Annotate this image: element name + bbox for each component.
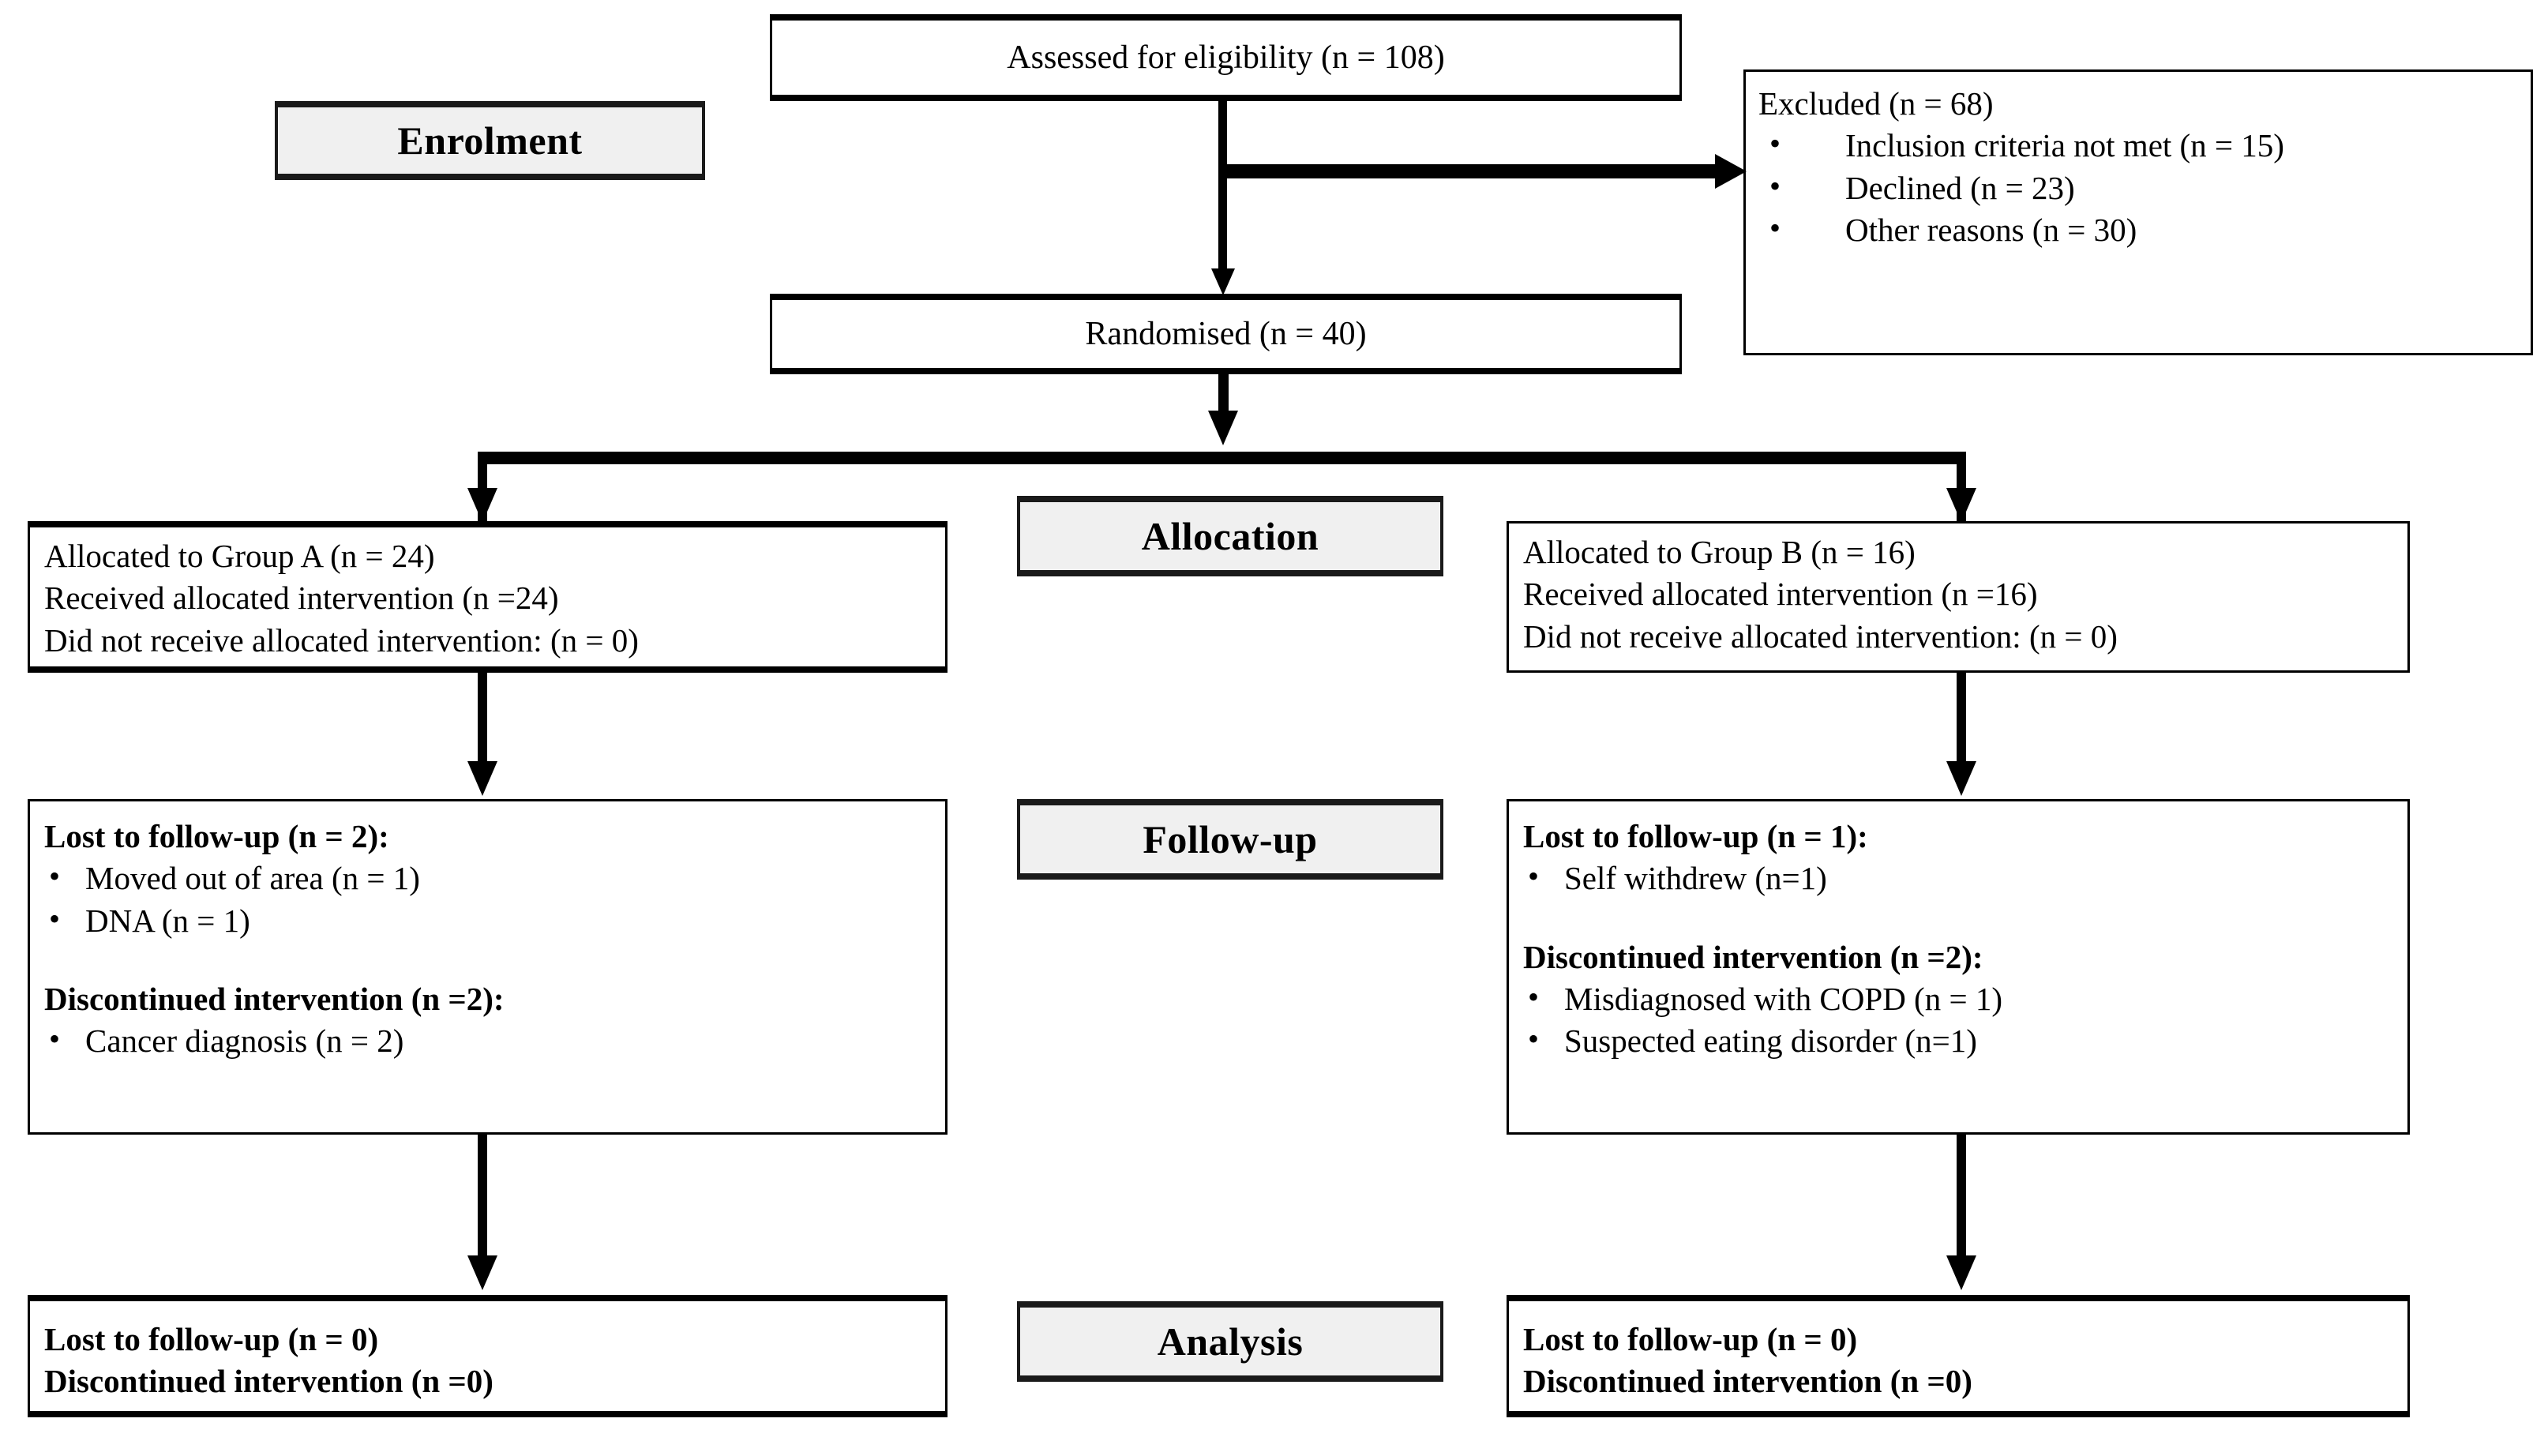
stage-label-allocation-text: Allocation <box>1141 514 1319 558</box>
followup-group-b-disc-heading: Discontinued intervention (n =2): <box>1523 938 1983 975</box>
randomised-box: Randomised (n = 40) <box>770 294 1682 374</box>
excluded-box: Excluded (n = 68) Inclusion criteria not… <box>1743 69 2533 355</box>
list-item: Self withdrew (n=1) <box>1523 856 2393 899</box>
connector-randomised-arrowhead <box>1211 268 1235 295</box>
allocated-group-b-box: Allocated to Group B (n = 16) Received a… <box>1507 521 2410 673</box>
analysis-group-a-line-2: Discontinued intervention (n =0) <box>44 1363 493 1400</box>
list-item: Inclusion criteria not met (n = 15) <box>1758 123 2515 167</box>
allocated-group-a-heading-count: (n = 24) <box>321 538 435 574</box>
allocated-group-b-heading-bold: Allocated to Group B <box>1523 534 1803 570</box>
connector-left-alloc-to-followup-arrowhead <box>467 761 497 796</box>
allocated-group-a-line-1: Received allocated intervention (n =24) <box>44 580 559 617</box>
analysis-group-b-box: Lost to follow-up (n = 0) Discontinued i… <box>1507 1295 2410 1417</box>
list-item: DNA (n = 1) <box>44 899 931 942</box>
stage-label-allocation: Allocation <box>1017 496 1443 576</box>
list-item: Declined (n = 23) <box>1758 166 2515 209</box>
connector-excluded-arrowhead <box>1715 154 1747 189</box>
analysis-group-b-line-1: Lost to follow-up (n = 0) <box>1523 1321 1858 1357</box>
followup-group-b-spacer <box>1523 900 2393 936</box>
connector-split-stem-arrowhead <box>1208 411 1238 445</box>
followup-group-a-box: Lost to follow-up (n = 2): Moved out of … <box>28 799 948 1135</box>
allocated-group-a-heading: Allocated to Group A (n = 24) <box>44 535 931 577</box>
stage-label-enrolment-text: Enrolment <box>397 118 583 163</box>
followup-group-b-lost-list: Self withdrew (n=1) <box>1523 856 2393 899</box>
allocated-group-b-line-1: Received allocated intervention (n =16) <box>1523 576 2038 613</box>
followup-group-a-spacer <box>44 942 931 978</box>
allocated-group-b-line-2: Did not receive allocated intervention: … <box>1523 617 2118 655</box>
connector-assessed-vertical <box>1218 101 1227 283</box>
connector-left-followup-to-analysis <box>478 1135 487 1278</box>
excluded-reason-list: Inclusion criteria not met (n = 15) Decl… <box>1758 123 2515 251</box>
allocated-group-a-heading-bold: Allocated to Group A <box>44 538 322 574</box>
followup-group-b-disc-list: Misdiagnosed with COPD (n = 1) Suspected… <box>1523 977 2393 1063</box>
followup-group-a-lost-list: Moved out of area (n = 1) DNA (n = 1) <box>44 856 931 942</box>
analysis-group-a-box: Lost to follow-up (n = 0) Discontinued i… <box>28 1295 948 1417</box>
followup-group-a-lost-heading: Lost to follow-up (n = 2): <box>44 818 389 854</box>
analysis-group-b-line-2: Discontinued intervention (n =0) <box>1523 1363 1972 1400</box>
allocated-group-b-heading: Allocated to Group B (n = 16) <box>1523 531 2393 573</box>
stage-label-analysis-text: Analysis <box>1157 1319 1304 1364</box>
stage-label-followup: Follow-up <box>1017 799 1443 880</box>
excluded-heading: Excluded (n = 68) <box>1758 85 1994 122</box>
connector-right-followup-to-analysis-arrowhead <box>1946 1255 1976 1290</box>
assessed-for-eligibility-box: Assessed for eligibility (n = 108) <box>770 14 1682 101</box>
allocated-group-a-line-2: Did not receive allocated intervention: … <box>44 621 639 659</box>
connector-split-bar <box>478 452 1966 464</box>
randomised-text: Randomised (n = 40) <box>1085 316 1367 352</box>
list-item: Cancer diagnosis (n = 2) <box>44 1019 931 1062</box>
stage-label-enrolment: Enrolment <box>275 101 705 180</box>
connector-right-alloc-to-followup <box>1957 673 1966 783</box>
list-item: Suspected eating disorder (n=1) <box>1523 1019 2393 1062</box>
connector-excluded-horizontal <box>1223 164 1717 178</box>
assessed-for-eligibility-text: Assessed for eligibility (n = 108) <box>1007 39 1445 76</box>
connector-split-right-arrowhead <box>1946 488 1976 523</box>
list-item: Moved out of area (n = 1) <box>44 856 931 899</box>
connector-right-followup-to-analysis <box>1957 1135 1966 1278</box>
analysis-group-a-line-1: Lost to follow-up (n = 0) <box>44 1321 379 1357</box>
stage-label-analysis: Analysis <box>1017 1301 1443 1382</box>
connector-left-alloc-to-followup <box>478 673 487 783</box>
list-item: Other reasons (n = 30) <box>1758 208 2515 251</box>
followup-group-a-disc-list: Cancer diagnosis (n = 2) <box>44 1019 931 1062</box>
followup-group-b-lost-heading: Lost to follow-up (n = 1): <box>1523 818 1868 854</box>
followup-group-b-box: Lost to follow-up (n = 1): Self withdrew… <box>1507 799 2410 1135</box>
connector-split-left-arrowhead <box>467 488 497 523</box>
connector-right-alloc-to-followup-arrowhead <box>1946 761 1976 796</box>
list-item: Misdiagnosed with COPD (n = 1) <box>1523 977 2393 1020</box>
allocated-group-a-box: Allocated to Group A (n = 24) Received a… <box>28 521 948 673</box>
allocated-group-b-heading-count: (n = 16) <box>1803 534 1916 570</box>
followup-group-a-disc-heading: Discontinued intervention (n =2): <box>44 980 505 1017</box>
stage-label-followup-text: Follow-up <box>1143 817 1318 861</box>
connector-left-followup-to-analysis-arrowhead <box>467 1255 497 1290</box>
